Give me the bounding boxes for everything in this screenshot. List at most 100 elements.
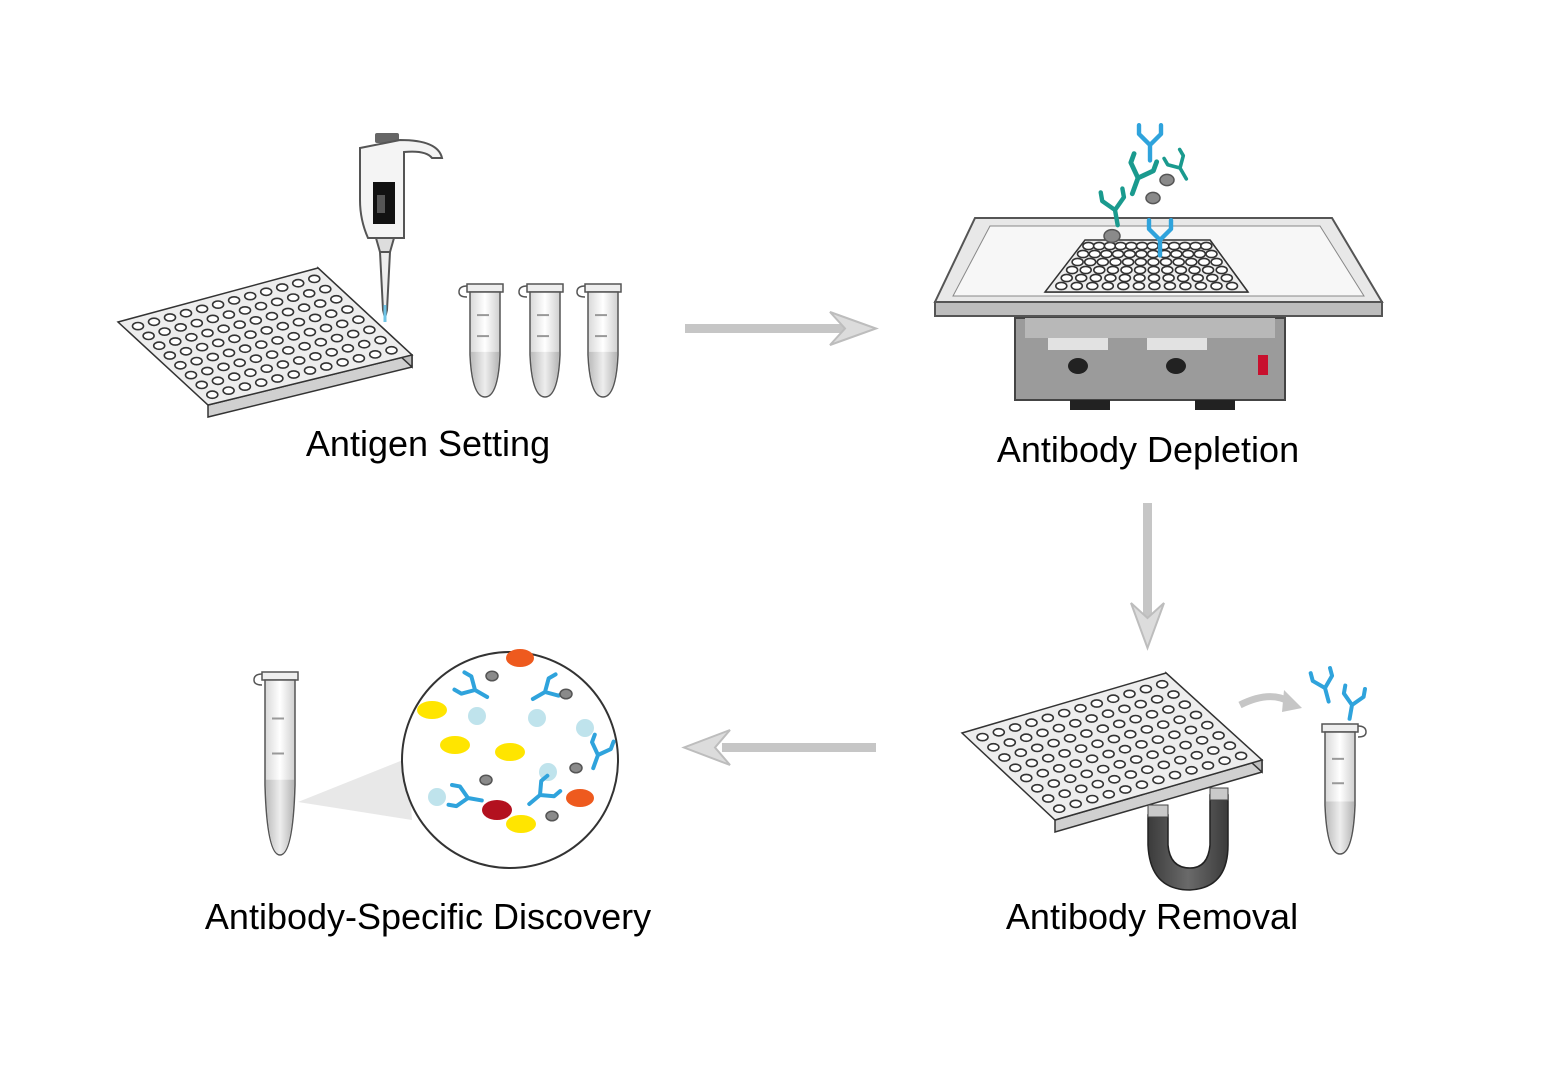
- well: [249, 315, 263, 325]
- well: [1118, 273, 1132, 283]
- well: [1075, 784, 1088, 794]
- well: [254, 340, 268, 349]
- antigen-dot: [576, 719, 594, 737]
- well: [1195, 735, 1209, 745]
- well: [1123, 689, 1136, 699]
- well: [1113, 759, 1126, 769]
- well: [131, 321, 145, 331]
- tube-liquid: [266, 779, 294, 854]
- well: [1188, 265, 1201, 275]
- tube-lid: [261, 671, 299, 681]
- well: [179, 346, 193, 356]
- well: [1173, 715, 1186, 725]
- well: [1121, 257, 1135, 267]
- antibody-icon: [1136, 122, 1164, 163]
- well: [1139, 684, 1153, 694]
- well: [1157, 760, 1171, 770]
- tube-lid: [1321, 723, 1359, 733]
- tube-hinge: [1357, 725, 1367, 738]
- well: [281, 345, 295, 355]
- well: [1082, 241, 1095, 251]
- well: [238, 382, 252, 391]
- well: [1134, 699, 1147, 709]
- tube-lid: [584, 283, 622, 293]
- well: [1052, 804, 1066, 814]
- well: [227, 372, 241, 382]
- well: [352, 353, 366, 363]
- well: [292, 317, 306, 327]
- well: [1129, 755, 1143, 764]
- well: [319, 323, 333, 333]
- well: [249, 354, 263, 364]
- well: [174, 322, 187, 332]
- antibody-icon: [590, 732, 616, 771]
- well: [1107, 734, 1121, 744]
- well: [1167, 241, 1181, 251]
- well: [998, 753, 1011, 762]
- well: [1124, 770, 1138, 779]
- well: [1168, 770, 1182, 780]
- tube-group-1: [458, 283, 622, 398]
- well: [1069, 718, 1082, 728]
- well: [1060, 273, 1073, 283]
- well: [1117, 281, 1130, 291]
- protein-blob: [482, 800, 512, 820]
- well: [1047, 779, 1061, 788]
- antibody-specific-discovery-illustration: [253, 649, 619, 869]
- well: [1162, 273, 1175, 283]
- antigen-dot: [528, 709, 546, 727]
- label-antibody-removal: Antibody Removal: [1005, 896, 1299, 937]
- well: [142, 331, 155, 341]
- well: [1189, 710, 1203, 720]
- well: [1146, 249, 1160, 259]
- well: [1085, 714, 1098, 723]
- well: [276, 360, 290, 369]
- well-plate-2: [1043, 239, 1250, 293]
- well: [1172, 257, 1185, 267]
- well: [1135, 740, 1148, 749]
- well: [201, 328, 214, 338]
- well: [1133, 273, 1146, 283]
- well: [1102, 789, 1116, 799]
- tube-hinge: [518, 285, 528, 298]
- well: [201, 366, 214, 376]
- well: [211, 338, 225, 348]
- antibody-icon: [1128, 151, 1160, 197]
- well: [374, 335, 387, 345]
- well: [1193, 249, 1207, 259]
- well: [260, 364, 274, 373]
- well: [1074, 744, 1088, 753]
- plate-top: [960, 672, 1264, 821]
- well: [1086, 281, 1099, 291]
- tube-hinge: [576, 285, 586, 298]
- well: [346, 329, 360, 339]
- well: [227, 295, 241, 305]
- well: [318, 284, 332, 294]
- well: [313, 299, 327, 308]
- well: [1020, 773, 1033, 783]
- well: [298, 341, 311, 351]
- well: [1234, 751, 1248, 761]
- well: [1102, 749, 1115, 759]
- well: [271, 374, 284, 383]
- well: [1103, 241, 1117, 251]
- well: [1019, 733, 1033, 743]
- well: [1036, 728, 1049, 738]
- well: [217, 324, 230, 334]
- well: [1190, 750, 1204, 760]
- well: [238, 305, 252, 315]
- well: [1146, 241, 1159, 251]
- well: [206, 390, 219, 400]
- well: [1174, 265, 1188, 275]
- arrow-left: [681, 729, 876, 766]
- well: [147, 317, 161, 327]
- protein-blob: [506, 649, 534, 667]
- well: [287, 331, 301, 341]
- well: [987, 742, 1000, 752]
- well: [1047, 738, 1060, 748]
- magnet-icon: [1147, 787, 1229, 891]
- tube-removal: [1321, 723, 1367, 855]
- tube-discovery: [253, 671, 299, 856]
- well: [976, 732, 989, 742]
- well: [1133, 265, 1147, 275]
